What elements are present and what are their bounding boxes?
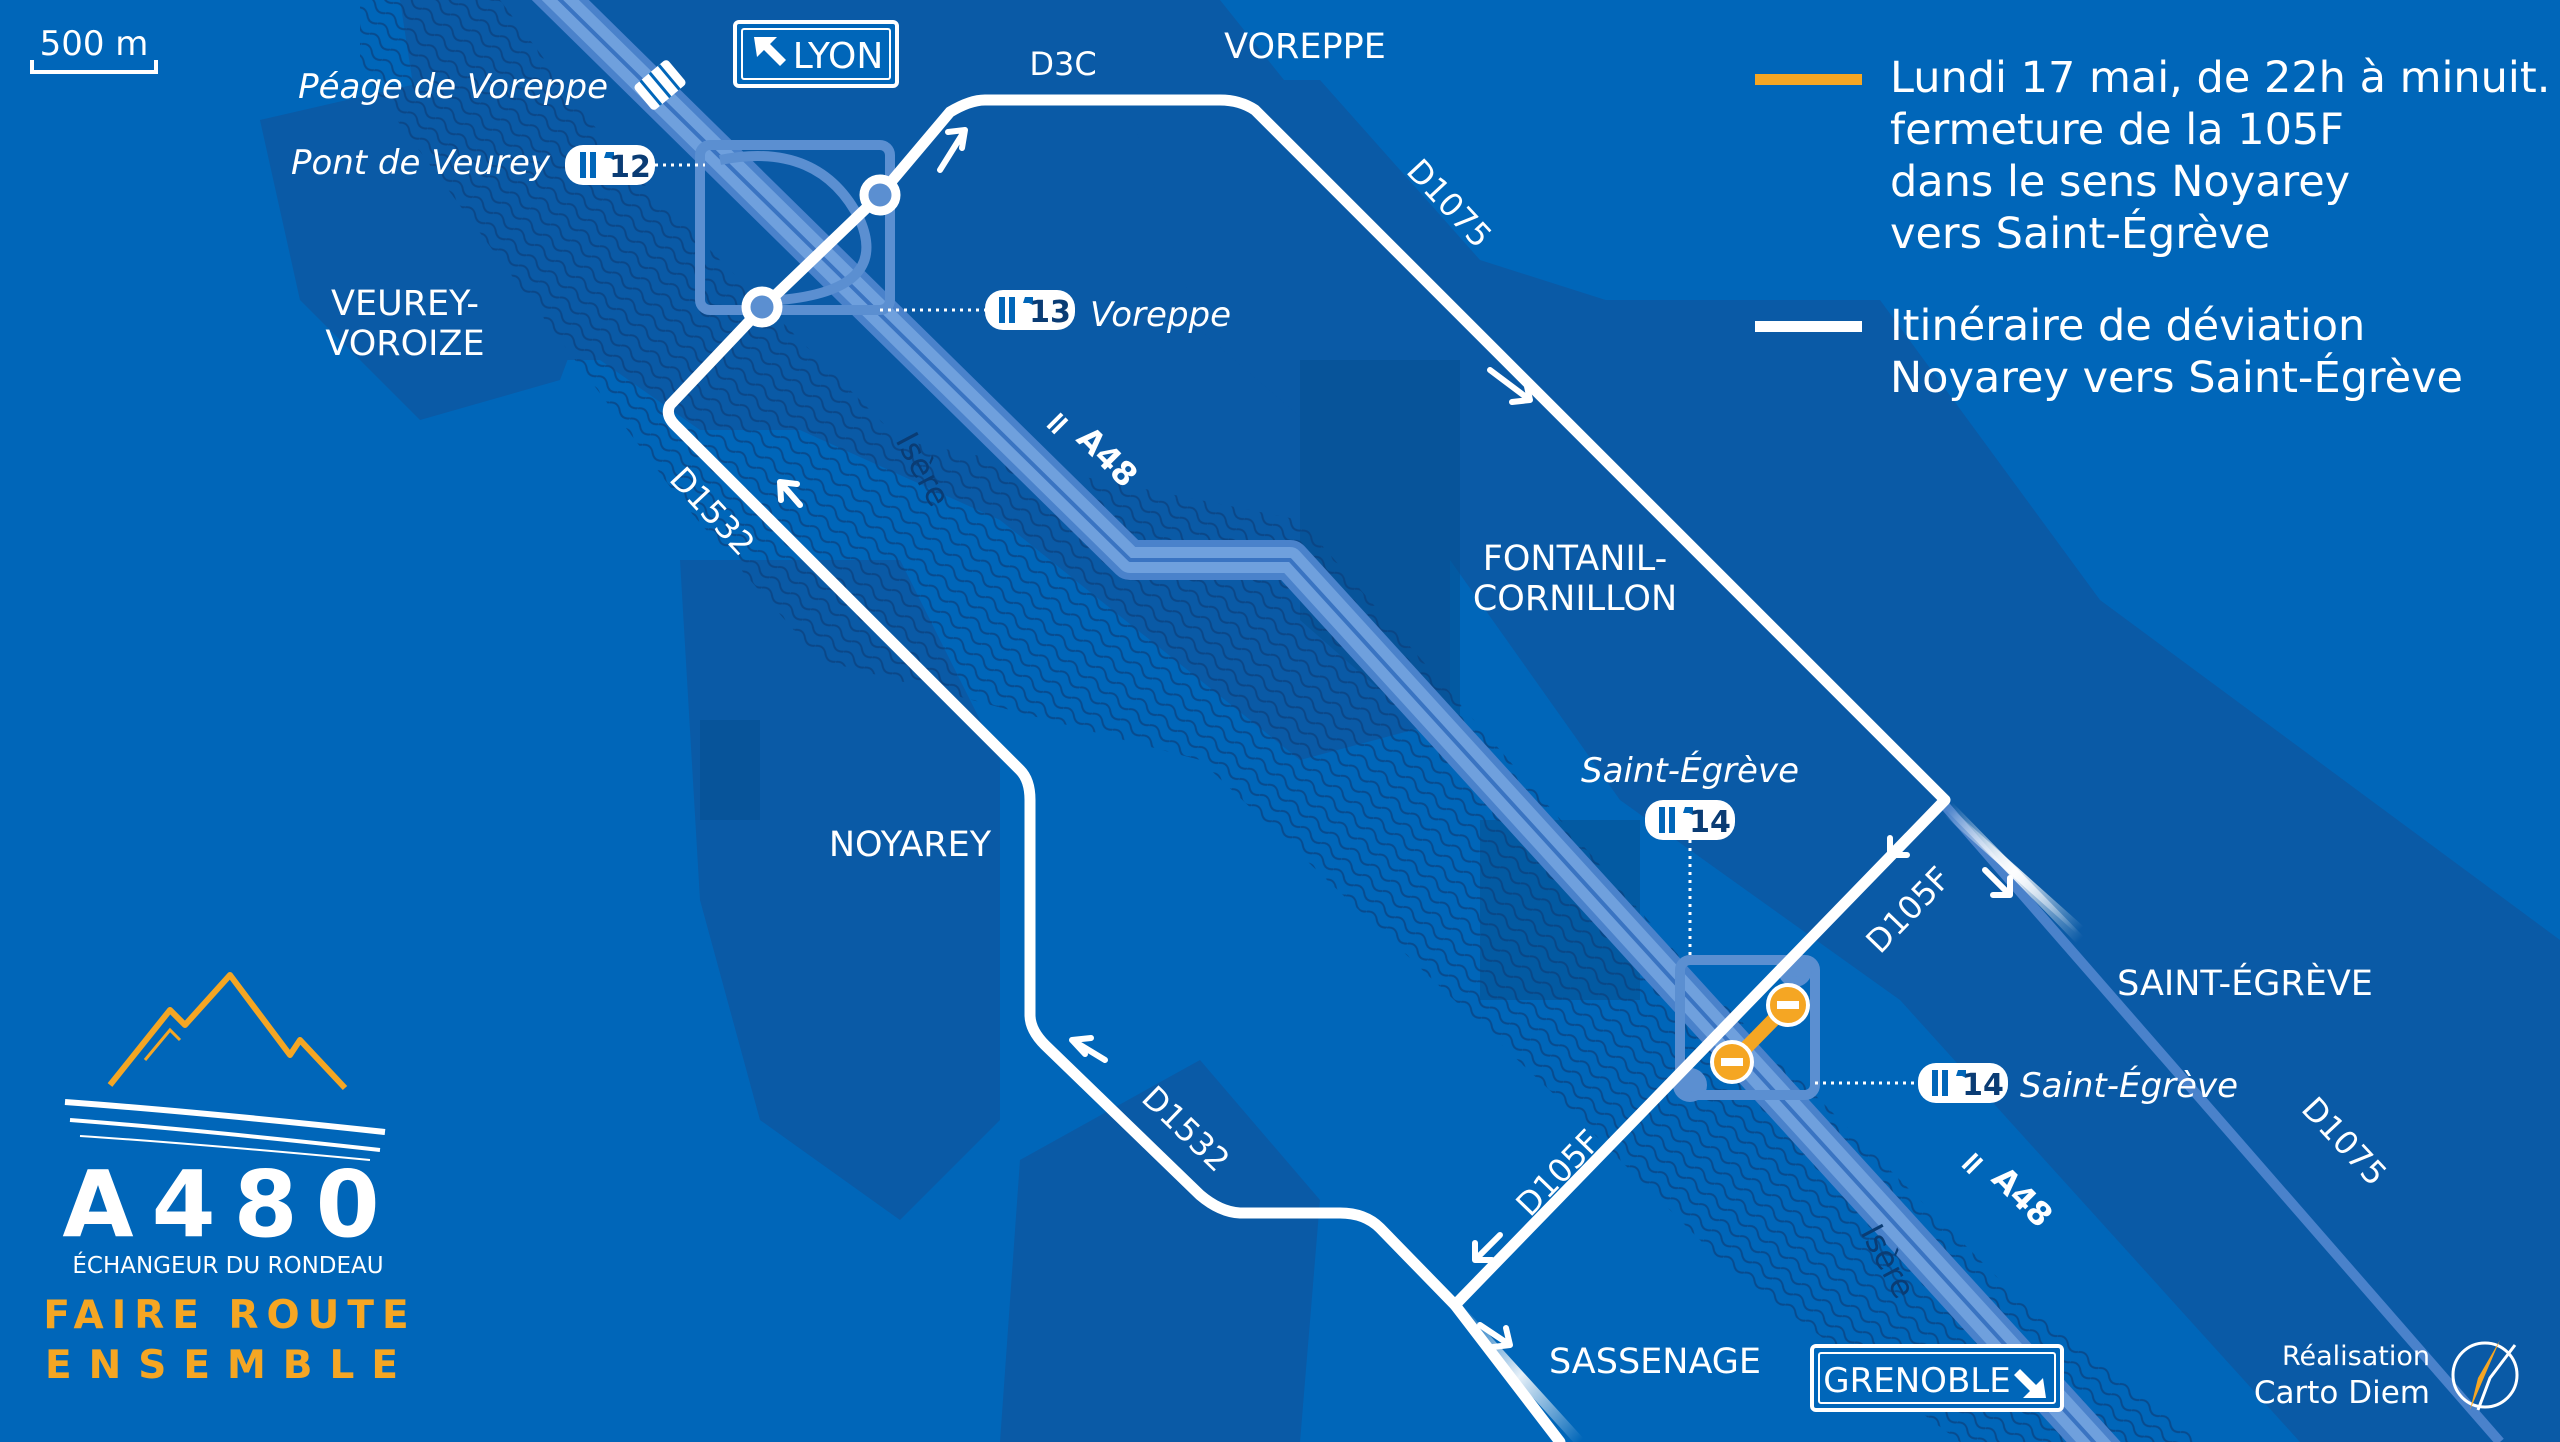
place-names: VOREPPE VEUREY- VOROIZE FONTANIL- CORNIL… (325, 27, 2373, 1382)
direction-arrows (777, 127, 2013, 1350)
scale-label: 500 m (40, 24, 149, 64)
motorway-a48 (531, 0, 2121, 1442)
exit-14-top-number: 14 (1689, 805, 1731, 840)
place-veurey-1: VEUREY- (331, 284, 479, 324)
legend-detour-line-2: Noyarey vers Saint-Égrève (1890, 352, 2463, 403)
legend-detour-swatch (1755, 321, 1862, 332)
legend: Lundi 17 mai, de 22h à minuit. fermeture… (1755, 53, 2550, 403)
legend-closure-swatch (1755, 74, 1862, 85)
closure-segment (1710, 983, 1810, 1084)
arrow-d1075 (1487, 367, 1533, 405)
road-d105f-left-label: D105F (1508, 1122, 1608, 1223)
credit-line-1: Réalisation (2282, 1341, 2430, 1372)
poi-pont: Pont de Veurey (291, 143, 551, 183)
road-d3c-label: D3C (1029, 45, 1096, 83)
road-d1075-secondary (1936, 796, 2504, 1442)
road-a48-bottom-label: A48 (1984, 1159, 2060, 1235)
place-sassenage: SASSENAGE (1549, 1342, 1761, 1382)
arrow-d1532-bottom (1069, 1035, 1108, 1063)
brand-slogan-2: ENSEMBLE (45, 1343, 415, 1388)
scale-bar: 500 m (30, 24, 158, 74)
credit: Réalisation Carto Diem (2254, 1340, 2519, 1411)
arrow-up-left-icon (754, 37, 786, 66)
exit-icon (580, 152, 614, 178)
arrow-sassenage (1477, 1322, 1513, 1350)
legend-closure-line-4: vers Saint-Égrève (1890, 208, 2270, 259)
place-voreppe: VOREPPE (1224, 27, 1386, 67)
legend-closure-line-1: Lundi 17 mai, de 22h à minuit. (1890, 53, 2550, 103)
compass-icon (2451, 1340, 2519, 1411)
mountain-logo (107, 972, 348, 1091)
place-noyarey: NOYAREY (829, 825, 992, 865)
exit-14-right-number: 14 (1962, 1068, 2004, 1103)
sign-grenoble-label: GRENOBLE (1823, 1361, 2010, 1401)
exit-badge-12: 12 (565, 145, 655, 185)
legend-detour-line-1: Itinéraire de déviation (1890, 301, 2365, 351)
exit-badge-13: 13 (985, 290, 1075, 330)
legend-closure-line-2: fermeture de la 105F (1890, 105, 2344, 155)
brand-logo: A480 ÉCHANGEUR DU RONDEAU FAIRE ROUTE EN… (43, 972, 416, 1388)
brand-subtitle: ÉCHANGEUR DU RONDEAU (72, 1251, 383, 1279)
place-fontanil-1: FONTANIL- (1483, 539, 1668, 579)
motorway-icon (1046, 412, 1069, 435)
arrow-d105f-left (1472, 1232, 1503, 1263)
place-veurey-2: VOROIZE (325, 324, 484, 364)
roundabout-voreppe-bottom (741, 286, 783, 328)
arrow-d1532-top (777, 479, 803, 508)
place-fontanil-2: CORNILLON (1473, 579, 1677, 619)
exit-badge-14-top: 14 (1645, 800, 1735, 840)
exit-12-number: 12 (609, 150, 651, 185)
legend-closure-line-3: dans le sens Noyarey (1890, 157, 2350, 207)
brand-code: A480 (62, 1151, 397, 1258)
brand-slogan-1: FAIRE ROUTE (43, 1293, 416, 1338)
motorway-icon (1961, 1152, 1984, 1175)
sign-lyon: LYON (733, 20, 899, 88)
roundabout-voreppe-top (859, 174, 901, 216)
road-glow-ends (1456, 801, 2084, 1442)
poi-peage: Péage de Voreppe (298, 67, 608, 107)
exit-badge-14-right: 14 (1918, 1063, 2008, 1103)
exit-14-right-name: Saint-Égrève (2020, 1065, 2238, 1106)
exit-14-top-name: Saint-Égrève (1581, 750, 1799, 791)
leader-lines (655, 163, 1915, 1085)
credit-line-2: Carto Diem (2254, 1375, 2430, 1411)
exit-13-name: Voreppe (1090, 295, 1231, 335)
place-saint-egreve: SAINT-ÉGRÈVE (2117, 962, 2373, 1004)
exit-13-number: 13 (1029, 295, 1071, 330)
arrow-d3c (937, 127, 968, 173)
sign-grenoble: GRENOBLE (1810, 1344, 2064, 1412)
arrow-d105f-right-out (1982, 867, 2013, 898)
toll-icon (634, 60, 686, 110)
sign-lyon-label: LYON (793, 36, 884, 77)
exit-icon (1932, 1070, 1966, 1096)
exit-icon (999, 297, 1033, 323)
exit-icon (1659, 807, 1693, 833)
arrow-down-right-icon (2014, 1369, 2046, 1398)
arrow-d105f-right-in (1887, 827, 1918, 858)
